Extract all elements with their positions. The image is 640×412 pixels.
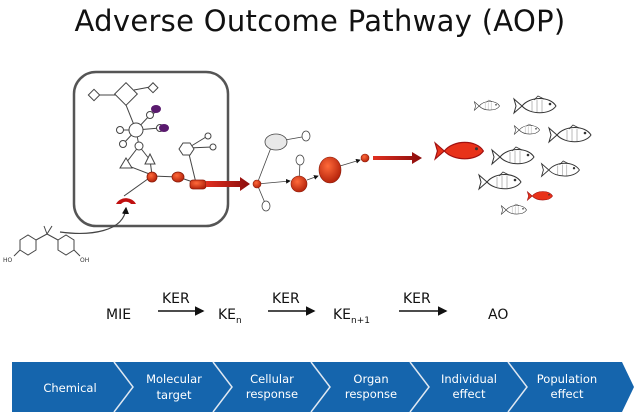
stage-molecular-target-1: Molecular <box>146 372 202 386</box>
cell-boundary <box>72 70 230 228</box>
adverse-outcome-fish <box>434 141 484 160</box>
stage-cellular-response-2: response <box>246 387 298 401</box>
ao-label: AO <box>488 307 508 323</box>
organ-to-individual-arrow <box>373 152 422 164</box>
receptor-mie <box>116 198 136 204</box>
cell-to-tissue-arrow <box>206 177 250 191</box>
purple-node <box>159 124 169 132</box>
stage-individual-effect-2: effect <box>453 387 486 401</box>
stage-chemical: Chemical <box>43 381 96 395</box>
stage-molecular-target-2: target <box>157 388 192 402</box>
stage-organ-response-1: Organ <box>353 372 388 386</box>
key-event-nodes-cell <box>146 171 207 190</box>
stage-band: Chemical Molecular target Cellular respo… <box>12 361 634 412</box>
stage-population-effect-1: Population <box>537 372 597 386</box>
chemical-structure <box>13 225 81 257</box>
purple-node <box>151 105 161 113</box>
mie-label: MIE <box>106 307 131 323</box>
key-event-nodes-organ <box>252 153 370 193</box>
aop-equation: MIE KER KEn KER KEn+1 KER AO <box>106 291 508 326</box>
ker-label-2: KER <box>272 291 300 307</box>
chemical-label-ho: HO <box>3 257 13 264</box>
chemical-label-oh: OH <box>80 257 89 264</box>
page-title: Adverse Outcome Pathway (AOP) <box>74 4 566 38</box>
binding-arrow <box>59 206 130 234</box>
ker-label-1: KER <box>162 291 190 307</box>
stage-individual-effect-1: Individual <box>441 372 497 386</box>
ke-n1-label: KEn+1 <box>333 307 370 326</box>
ke-n-label: KEn <box>218 307 242 326</box>
stage-cellular-response-1: Cellular <box>250 372 294 386</box>
organ-network <box>256 130 361 212</box>
ker-label-3: KER <box>403 291 431 307</box>
population-fish <box>474 95 592 215</box>
stage-population-effect-2: effect <box>551 387 584 401</box>
stage-organ-response-2: response <box>345 387 397 401</box>
